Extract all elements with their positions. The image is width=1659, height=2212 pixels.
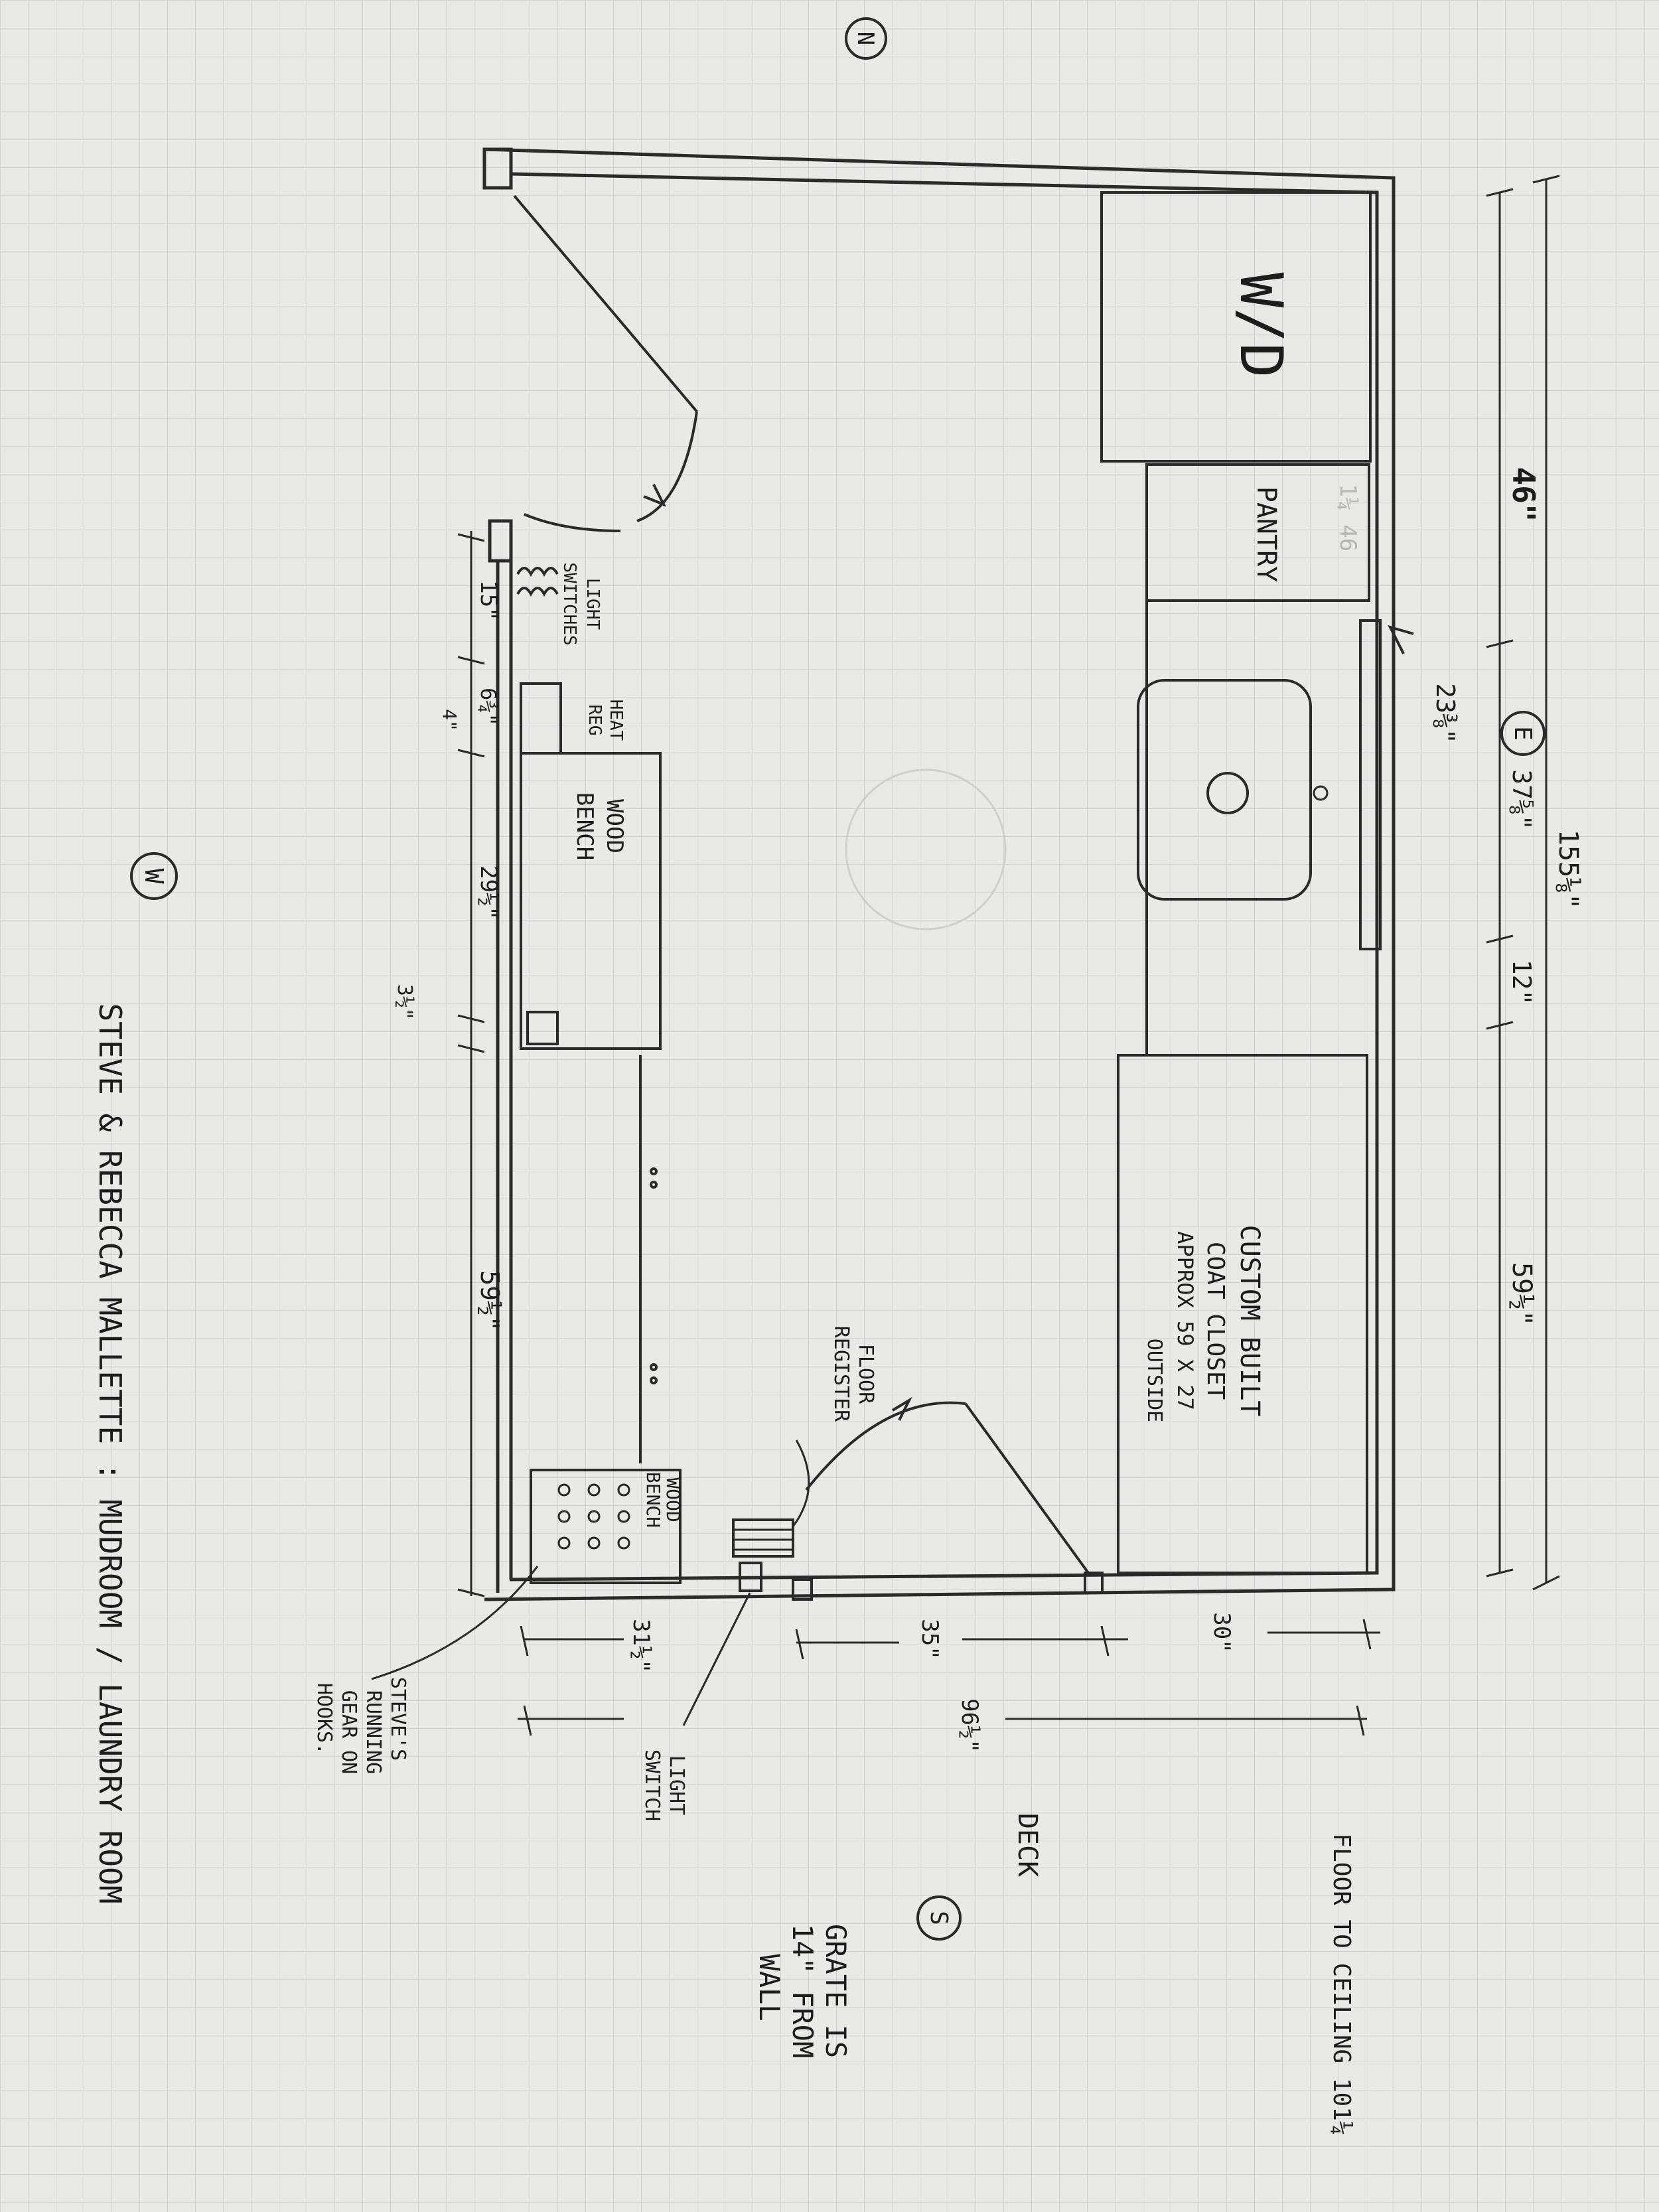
hook-bench-line-1: WOOD	[662, 1477, 684, 1522]
floor-register-line-1: FLOOR	[854, 1344, 877, 1404]
west-letter: W	[139, 869, 169, 884]
bench-line-2: BENCH	[571, 792, 598, 860]
walls	[482, 147, 1396, 1601]
closet-line-2: COAT CLOSET	[1202, 1242, 1229, 1400]
wood-bench: WOOD BENCH	[520, 752, 662, 1050]
sink-counter	[845, 599, 1367, 1055]
floor-register-line-2: REGISTER	[830, 1326, 853, 1422]
dim-west-29: 29½"	[475, 865, 502, 920]
dim-west-15: 15"	[475, 580, 502, 621]
dim-window: 23⅜"	[1431, 683, 1460, 744]
west-dimensions	[457, 531, 485, 1597]
cabinet-run	[639, 1055, 658, 1463]
grate-line-2: 14" FROM	[786, 1924, 819, 2058]
washer-dryer-unit: W/D	[1100, 191, 1372, 463]
deck-label: DECK	[1012, 1813, 1043, 1877]
heat-reg-line-2: REG	[585, 705, 605, 736]
light-switches-line-2: SWITCHES	[559, 562, 579, 645]
compass-west: W	[130, 852, 178, 900]
faint-note: 1¼ 46	[1334, 484, 1361, 552]
faucet	[1313, 785, 1329, 801]
light-switch-line-1: LIGHT	[665, 1755, 688, 1815]
grate-line-3: WALL	[753, 1954, 786, 2021]
south-door-swing	[805, 1396, 1104, 1594]
closet-line-1: CUSTOM BUILT	[1234, 1225, 1265, 1417]
bench-line-1: WOOD	[601, 799, 628, 853]
dim-entry-96: 96½"	[956, 1698, 983, 1753]
dim-entry-30: 30"	[1208, 1612, 1235, 1653]
floor-register: FLOOR REGISTER	[732, 1326, 877, 1558]
compass-east: E	[1500, 711, 1546, 756]
entry-dimensions	[518, 1619, 1380, 1736]
dim-west-59: 59½"	[475, 1270, 504, 1331]
north-door-swing	[513, 194, 698, 532]
wd-label: W/D	[1227, 273, 1295, 378]
dim-east-37: 37⅝"	[1507, 769, 1536, 830]
hook-bench-line-2: BENCH	[642, 1472, 664, 1528]
heat-reg-line-1: HEAT	[606, 700, 626, 741]
gear-line-4: HOOKS.	[313, 1683, 336, 1755]
gear-line-1: STEVE'S	[386, 1677, 409, 1761]
dim-west-4: 4"	[439, 709, 461, 731]
wood-bench-with-hooks: WOOD BENCH	[530, 1469, 684, 1584]
floor-to-ceiling-note: FLOOR TO CEILING 101¼	[1328, 1833, 1355, 2135]
light-switch: LIGHT SWITCH	[640, 1562, 813, 1821]
dim-east-59: 59½"	[1506, 1262, 1537, 1326]
light-switches: LIGHT SWITCHES	[516, 562, 603, 646]
running-gear-note: STEVE'S RUNNING GEAR ON HOOKS.	[313, 1566, 539, 1774]
grate-line-1: GRATE IS	[820, 1924, 852, 2058]
coat-hooks	[557, 1483, 630, 1550]
pantry-label: PANTRY	[1251, 486, 1281, 583]
east-window	[1359, 619, 1414, 950]
dim-entry-31: 31½"	[628, 1619, 654, 1673]
light-switches-line-1: LIGHT	[583, 578, 603, 630]
compass-south: S	[916, 1895, 962, 1941]
sink-basin	[1206, 772, 1249, 814]
gear-line-3: GEAR ON	[337, 1690, 360, 1774]
dim-west-6: 6¾"	[476, 688, 501, 726]
light-switch-line-2: SWITCH	[640, 1749, 664, 1821]
east-letter: E	[1509, 726, 1536, 741]
heat-register: HEAT REG	[520, 682, 626, 755]
sketch-title: STEVE & REBECCA MALLETTE : MUDROOM / LAU…	[92, 1003, 128, 1903]
north-letter: N	[852, 32, 879, 45]
closet-line-4: OUTSIDE	[1143, 1339, 1166, 1422]
grate-note: GRATE IS 14" FROM WALL	[753, 1924, 852, 2058]
gear-line-2: RUNNING	[362, 1690, 385, 1774]
dim-overall: 155⅛"	[1553, 830, 1583, 909]
dim-entry-35: 35"	[916, 1619, 943, 1659]
coat-closet: CUSTOM BUILT COAT CLOSET APPROX 59 X 27 …	[1117, 1054, 1368, 1574]
dim-east-12: 12"	[1507, 960, 1536, 1005]
closet-line-3: APPROX 59 X 27	[1173, 1231, 1198, 1410]
dim-west-3: 3½"	[393, 984, 416, 1020]
south-letter: S	[925, 1911, 952, 1925]
compass-north: N	[845, 17, 887, 60]
dim-east-46: 46"	[1506, 467, 1542, 522]
east-dimensions	[1486, 175, 1560, 1591]
